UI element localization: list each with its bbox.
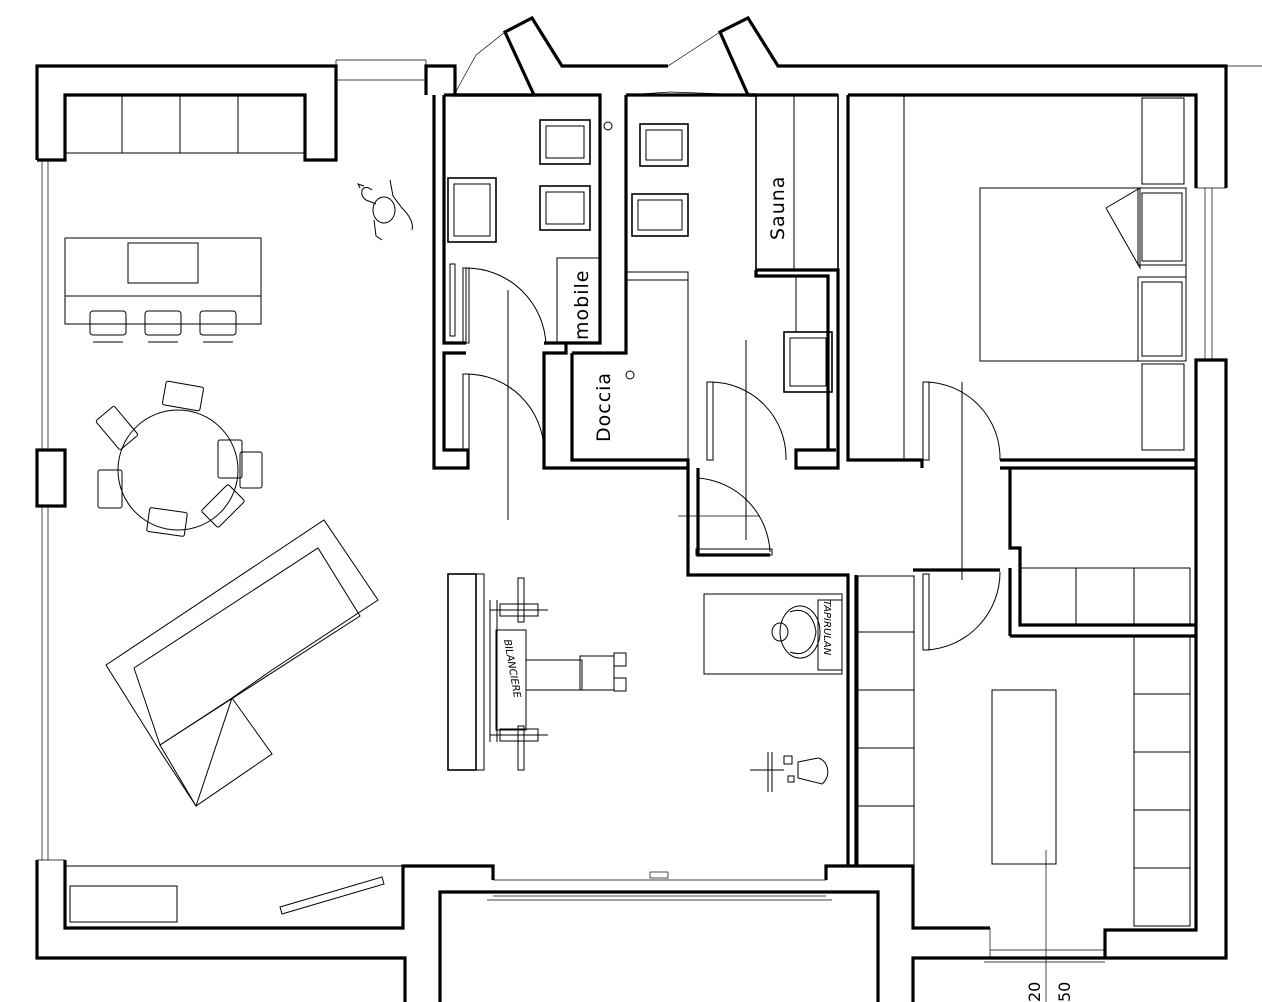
wall-cabinets-top — [64, 94, 306, 154]
room-bottom-right — [857, 575, 1191, 1002]
bedroom — [903, 95, 1187, 580]
left-window — [37, 159, 65, 861]
bar-stool — [89, 310, 127, 343]
exercise-bike — [750, 752, 829, 792]
tapirulan-label: TAPIRULAN — [821, 600, 832, 656]
corridor-door — [678, 477, 773, 556]
dimension-20: 20 — [1025, 982, 1044, 1002]
bathroom-left: mobile — [447, 31, 613, 520]
bathroom-right: Doccia — [593, 31, 833, 540]
bar-stool — [199, 310, 237, 343]
kitchen-island — [64, 237, 262, 343]
sectional-sofa — [105, 519, 379, 808]
doccia-label: Doccia — [593, 372, 615, 442]
dimension-50: 50 — [1055, 982, 1074, 1002]
mobile-label: mobile — [571, 270, 593, 340]
dining-table — [95, 380, 263, 537]
bilanciere-label: BILANCIERE — [501, 639, 522, 700]
interior-walls — [432, 93, 1196, 866]
bottom-windows — [487, 871, 1105, 963]
sauna-room: Sauna — [767, 95, 795, 270]
bar-stool — [144, 310, 182, 343]
exterior-walls — [35, 15, 1228, 1002]
top-window — [335, 59, 427, 81]
tv-unit-bottom — [64, 865, 404, 929]
dimension-annotations: 20 50 — [1025, 982, 1074, 1002]
barbell-bench: BILANCIERE — [447, 573, 627, 771]
treadmill: TAPIRULAN — [703, 593, 843, 675]
person-figure-top — [357, 179, 413, 241]
sauna-label: Sauna — [767, 176, 789, 240]
storage-right — [922, 476, 1191, 651]
right-window — [1196, 65, 1262, 361]
